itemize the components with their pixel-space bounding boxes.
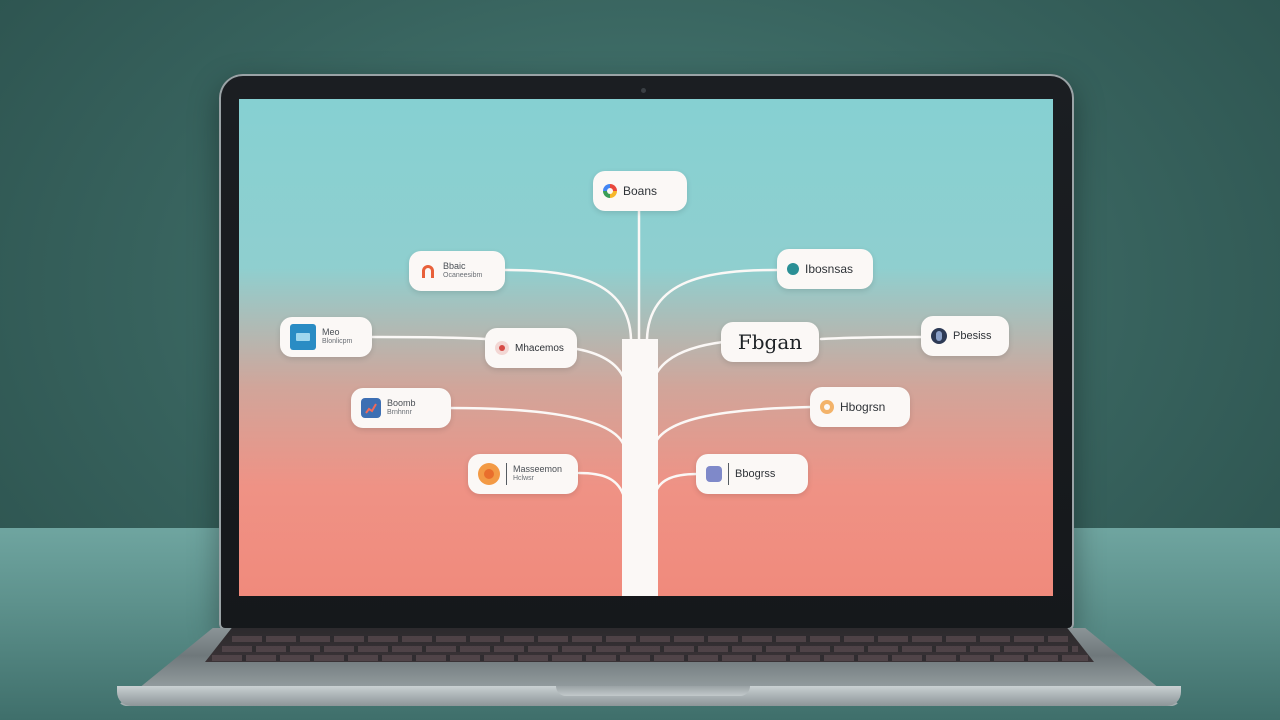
webcam (641, 88, 646, 93)
branch-left-3 (575, 347, 629, 391)
left-node-2-title: Meo (322, 327, 340, 337)
left-node-4-subtitle: Brnhnnr (387, 409, 412, 416)
left-node-1-title: Bbaic (443, 261, 466, 271)
left-node-3[interactable]: Mhacemos (485, 328, 577, 368)
branch-left-2 (369, 335, 487, 341)
branch-right-3 (819, 335, 923, 341)
root-node-label: Boans (623, 184, 658, 198)
left-node-1[interactable]: Bbaic Ocaneesibm (409, 251, 505, 291)
google-circle-icon (603, 184, 617, 198)
keyboard-row (212, 655, 1088, 661)
node-divider (506, 463, 507, 485)
tree-branches (369, 209, 923, 596)
teal-circle-icon (787, 263, 799, 275)
right-node-2[interactable]: Fbgan (721, 322, 819, 362)
right-node-1-label: Ibosnsas (805, 262, 854, 276)
left-node-2-subtitle: Blonlicpm (322, 338, 353, 345)
tree-trunk (622, 339, 658, 596)
orange-arch-icon (419, 262, 437, 280)
right-node-2-label: Fbgan (737, 330, 803, 354)
keyboard-row (232, 636, 1068, 642)
orange-circle-icon (478, 463, 500, 485)
tree-root-node[interactable]: Boans (593, 171, 687, 211)
node-divider (728, 463, 729, 485)
right-node-3-label: Pbesiss (953, 330, 992, 342)
left-node-3-label: Mhacemos (515, 342, 564, 354)
branch-right-1 (645, 268, 779, 341)
chart-tile-icon (361, 398, 381, 418)
right-node-5[interactable]: Bbogrss (696, 454, 808, 494)
branch-right-4 (651, 405, 813, 451)
pink-circle-icon (495, 341, 509, 355)
lid-opening-notch (556, 686, 750, 696)
lavender-square-icon (706, 466, 722, 482)
blue-square-icon (290, 324, 316, 350)
branch-left-4 (448, 406, 627, 451)
right-node-5-label: Bbogrss (735, 468, 776, 480)
branch-left-1 (503, 268, 633, 341)
orange-dot-icon (820, 400, 834, 414)
right-node-1[interactable]: Ibosnsas (777, 249, 873, 289)
left-node-1-subtitle: Ocaneesibm (443, 272, 483, 279)
left-node-5-title: Masseemon (513, 464, 563, 474)
left-node-5-subtitle: Hclwsr (513, 475, 534, 482)
branch-left-5 (577, 471, 625, 496)
keyboard-row (222, 646, 1078, 652)
branch-right-2 (649, 340, 725, 391)
left-node-4-title: Boomb (387, 398, 416, 408)
laptop-screen: Boans Bbaic Ocaneesibm Meo Blonlicpm Mha… (239, 99, 1053, 596)
right-node-4-label: Hbogrsn (840, 400, 886, 414)
navy-circle-icon (931, 328, 947, 344)
right-node-3[interactable]: Pbesiss (921, 316, 1009, 356)
left-node-2[interactable]: Meo Blonlicpm (280, 317, 372, 357)
branch-right-5 (653, 472, 699, 496)
left-node-5[interactable]: Masseemon Hclwsr (468, 454, 578, 494)
laptop-base-front (117, 686, 1181, 706)
right-node-4[interactable]: Hbogrsn (810, 387, 910, 427)
left-node-4[interactable]: Boomb Brnhnnr (351, 388, 451, 428)
